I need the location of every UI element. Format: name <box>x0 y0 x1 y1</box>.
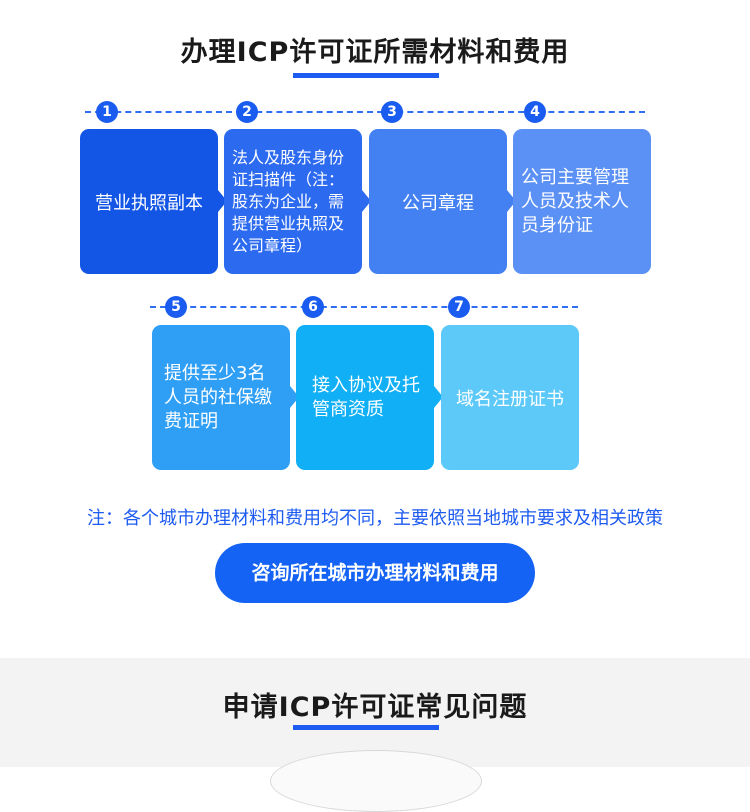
arrow-icon <box>434 386 443 408</box>
page-title: 办理ICP许可证所需材料和费用 <box>180 37 570 68</box>
consult-button[interactable]: 咨询所在城市办理材料和费用 <box>215 543 535 603</box>
step-text: 公司章程 <box>402 192 474 214</box>
note-text: 注：各个城市办理材料和费用均不同，主要依照当地城市要求及相关政策 <box>87 508 663 529</box>
arrow-icon <box>362 190 371 212</box>
step-badge-5: 5 <box>165 296 187 318</box>
step-card-1: 营业执照副本 <box>80 129 218 274</box>
step-text: 域名注册证书 <box>456 388 564 410</box>
step-text: 法人及股东身份证扫描件（注：股东为企业，需提供营业执照及公司章程） <box>232 147 345 255</box>
step-badge-3: 3 <box>381 101 403 123</box>
faq-title-underline <box>293 725 439 730</box>
step-badge-6: 6 <box>302 296 324 318</box>
step-card-3: 公司章程 <box>369 129 507 274</box>
faq-title: 申请ICP许可证常见问题 <box>222 692 528 723</box>
step-badge-1: 1 <box>96 101 118 123</box>
step-text: 接入协议及托管商资质 <box>312 374 420 420</box>
step-card-4: 公司主要管理人员及技术人员身份证 <box>513 129 651 274</box>
step-text: 营业执照副本 <box>95 192 203 214</box>
step-badge-4: 4 <box>524 101 546 123</box>
title-underline <box>293 73 439 78</box>
arrow-icon <box>218 190 227 212</box>
steps-row1-line <box>85 111 645 113</box>
arrow-icon <box>290 386 299 408</box>
step-card-5: 提供至少3名人员的社保缴费证明 <box>152 325 290 470</box>
step-card-6: 接入协议及托管商资质 <box>296 325 434 470</box>
step-badge-7: 7 <box>448 296 470 318</box>
step-text: 提供至少3名人员的社保缴费证明 <box>164 362 272 432</box>
step-badge-2: 2 <box>236 101 258 123</box>
step-text: 公司主要管理人员及技术人员身份证 <box>521 166 629 236</box>
faq-section-background <box>0 658 750 767</box>
arrow-icon <box>507 190 516 212</box>
step-card-7: 域名注册证书 <box>441 325 579 470</box>
step-card-2: 法人及股东身份证扫描件（注：股东为企业，需提供营业执照及公司章程） <box>224 129 362 274</box>
steps-row2-line <box>150 306 578 308</box>
faq-decoration <box>270 750 482 812</box>
